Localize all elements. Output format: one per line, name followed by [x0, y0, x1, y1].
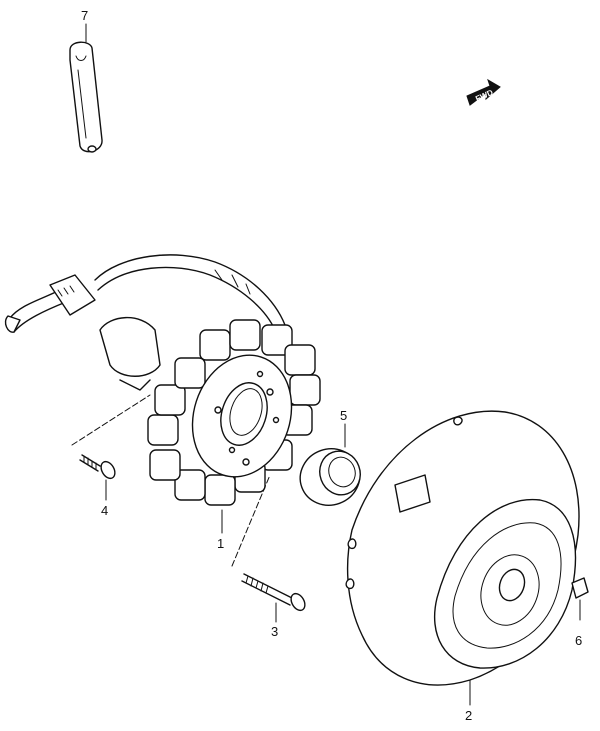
part-5-bearing: [299, 423, 361, 506]
forward-direction-marker: FWD: [466, 78, 501, 106]
callout-1: 1: [217, 536, 224, 551]
callout-6: 6: [575, 633, 582, 648]
callout-3: 3: [271, 624, 278, 639]
part-7-wire-clamp: [69, 41, 103, 153]
callout-7: 7: [81, 8, 88, 23]
part-4-screw: [71, 394, 151, 501]
part-6-key: [571, 577, 589, 621]
part-2-flywheel-rotor: [345, 410, 580, 706]
part-1-stator: [4, 254, 321, 534]
callout-4: 4: [101, 503, 108, 518]
callout-2: 2: [465, 708, 472, 723]
fwd-label: FWD: [474, 88, 495, 104]
callout-5: 5: [340, 408, 347, 423]
part-3-bolt: [231, 474, 306, 623]
